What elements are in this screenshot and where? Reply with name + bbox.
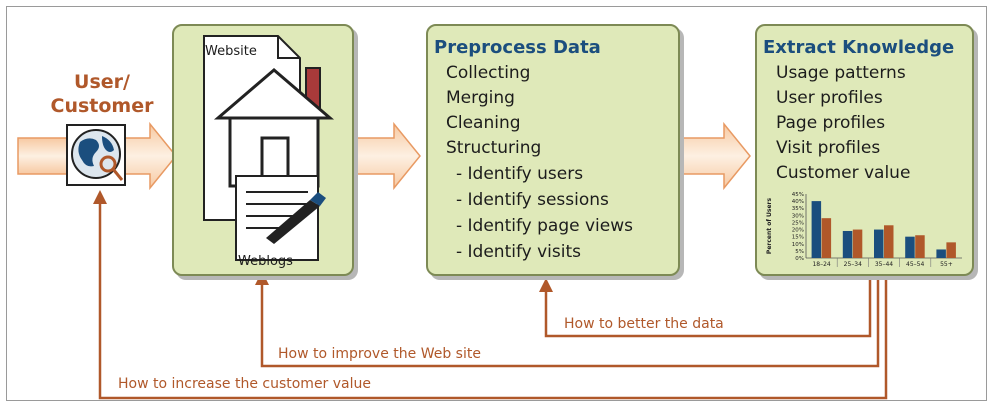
preprocess-subitem: - Identify users [456,164,584,184]
user-customer-label: User/ Customer [42,70,162,118]
chart-bar [884,225,894,258]
preprocess-subitem: - Identify sessions [456,190,609,210]
chart-bar [915,235,925,258]
chart-bar [852,229,863,258]
feedback-line-customer [98,204,888,400]
feedback-label-website: How to improve the Web site [278,346,481,362]
chart-bar [842,230,853,258]
chart-ytick-label: 45% [792,192,804,198]
flow-arrow-to-extract [676,121,751,191]
chart-category-label: 18–24 [812,261,830,268]
feedback-line-data [544,274,872,338]
website-label: Website [205,44,257,59]
user-label-line2: Customer [50,95,154,117]
flow-arrow-user [17,137,69,175]
extract-knowledge-box [755,24,974,276]
chart-ytick-label: 30% [792,213,804,219]
chart-ytick-label: 35% [792,206,804,212]
chart-bar [946,242,956,258]
chart-bar [874,229,884,258]
preprocess-item: Cleaning [446,113,521,133]
chart-category-label: 45–54 [906,261,924,268]
preprocess-item: Collecting [446,63,531,83]
chart-category-label: 25–34 [844,261,862,268]
preprocess-item: Merging [446,88,515,108]
chart-ytick-label: 40% [792,199,804,205]
weblogs-label: Weblogs [238,254,293,269]
extract-item: Usage patterns [776,63,906,83]
age-distribution-chart: Percent of Users 45%40%35%30%25% 20%15%10%… [766,192,962,268]
chart-ytick-label: 0% [795,256,804,262]
extract-title: Extract Knowledge [763,37,955,58]
preprocess-subitem: - Identify page views [456,216,633,236]
chart-category-label: 35–44 [875,261,893,268]
chart-bar [821,218,832,258]
chart-ytick-label: 25% [792,220,804,226]
extract-item: Visit profiles [776,138,881,158]
feedback-line-website [260,274,880,368]
feedback-label-customer: How to increase the customer value [118,376,371,392]
flow-arrow-to-website [121,121,177,191]
chart-bar [811,201,822,258]
weblogs-document-icon [235,175,326,261]
globe-icon [66,124,126,186]
website-illustration [203,35,335,261]
chart-bar [905,236,915,258]
chart-ytick-label: 20% [792,228,804,234]
chart-ylabel: Percent of Users [766,198,773,255]
feedback-arrowhead-website [255,271,269,285]
feedback-arrowhead-data [539,278,553,292]
extract-item: User profiles [776,88,883,108]
preprocess-title: Preprocess Data [434,37,601,58]
user-label-line1: User/ [74,71,130,93]
extract-item: Page profiles [776,113,886,133]
preprocess-item: Structuring [446,138,542,158]
chart-ytick-label: 15% [792,235,804,241]
feedback-arrowhead-customer [93,190,107,204]
chart-ytick-label: 5% [795,249,804,255]
preprocess-data-box [426,24,680,276]
chart-category-label: 55+ [940,261,953,268]
extract-item: Customer value [776,163,911,183]
feedback-label-data: How to better the data [564,316,724,332]
preprocess-subitem: - Identify visits [456,242,582,262]
flow-arrow-to-preprocess [353,121,421,191]
chart-bar [936,249,946,258]
chart-ytick-label: 10% [792,242,804,248]
